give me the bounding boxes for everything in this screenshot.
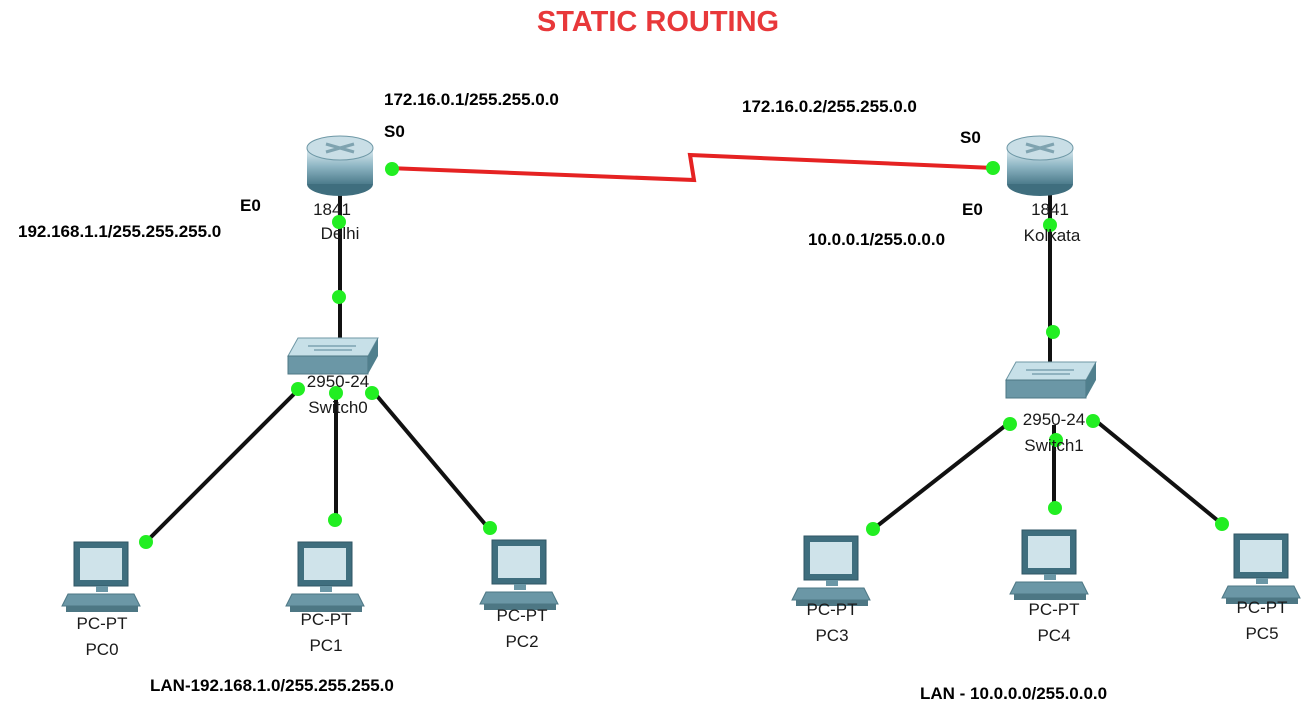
delhi-serial-ip: 172.16.0.1/255.255.0.0 — [384, 90, 559, 109]
delhi-name: Delhi — [320, 224, 360, 243]
pc4-name: PC4 — [1037, 626, 1071, 645]
delhi-serial-port: S0 — [384, 122, 405, 141]
kolkata-serial-ip: 172.16.0.2/255.255.0.0 — [742, 97, 917, 116]
pc3-name: PC3 — [815, 626, 849, 645]
switch-icon[interactable] — [1005, 361, 1097, 399]
switch0-model: 2950-24 — [306, 372, 370, 391]
pc2-model: PC-PT — [496, 606, 548, 625]
pc4-model: PC-PT — [1028, 600, 1080, 619]
pc-icon[interactable] — [1009, 529, 1089, 601]
kolkata-serial-port: S0 — [960, 128, 981, 147]
switch-icon[interactable] — [287, 337, 379, 375]
lan-left-label: LAN-192.168.1.0/255.255.255.0 — [150, 676, 394, 695]
switch1-name: Switch1 — [1024, 436, 1084, 455]
delhi-eth-ip: 192.168.1.1/255.255.255.0 — [18, 222, 222, 241]
pc-icon[interactable] — [1221, 533, 1301, 605]
pc-icon[interactable] — [479, 539, 559, 611]
pc0-model: PC-PT — [76, 614, 128, 633]
link-switch0-pc2[interactable] — [370, 388, 492, 532]
switch0-name: Switch0 — [308, 398, 368, 417]
kolkata-eth-port: E0 — [962, 200, 983, 219]
kolkata-model: 1841 — [1031, 200, 1069, 219]
pc1-name: PC1 — [309, 636, 343, 655]
pc-icon[interactable] — [285, 541, 365, 613]
pc2-name: PC2 — [505, 632, 539, 651]
kolkata-eth-ip: 10.0.0.1/255.0.0.0 — [808, 230, 946, 249]
page-title: STATIC ROUTING — [536, 6, 780, 38]
pc5-model: PC-PT — [1236, 598, 1288, 617]
router-icon[interactable] — [1005, 134, 1075, 198]
pc5-name: PC5 — [1245, 624, 1279, 643]
link-switch0-pc0[interactable] — [144, 386, 302, 544]
delhi-eth-port: E0 — [240, 196, 261, 215]
switch1-model: 2950-24 — [1022, 410, 1086, 429]
kolkata-name: Kolkata — [1023, 226, 1081, 245]
lan-right-label: LAN - 10.0.0.0/255.0.0.0 — [920, 684, 1108, 703]
pc-icon[interactable] — [61, 541, 141, 613]
port-status-dots — [139, 161, 1229, 549]
pc1-model: PC-PT — [300, 610, 352, 629]
pc-icon[interactable] — [791, 535, 871, 607]
link-switch1-pc3[interactable] — [870, 420, 1012, 532]
serial-link[interactable] — [387, 152, 995, 183]
pc3-model: PC-PT — [806, 600, 858, 619]
router-icon[interactable] — [305, 134, 375, 198]
delhi-model: 1841 — [313, 200, 351, 219]
link-switch1-pc5[interactable] — [1093, 418, 1224, 526]
pc0-name: PC0 — [85, 640, 119, 659]
